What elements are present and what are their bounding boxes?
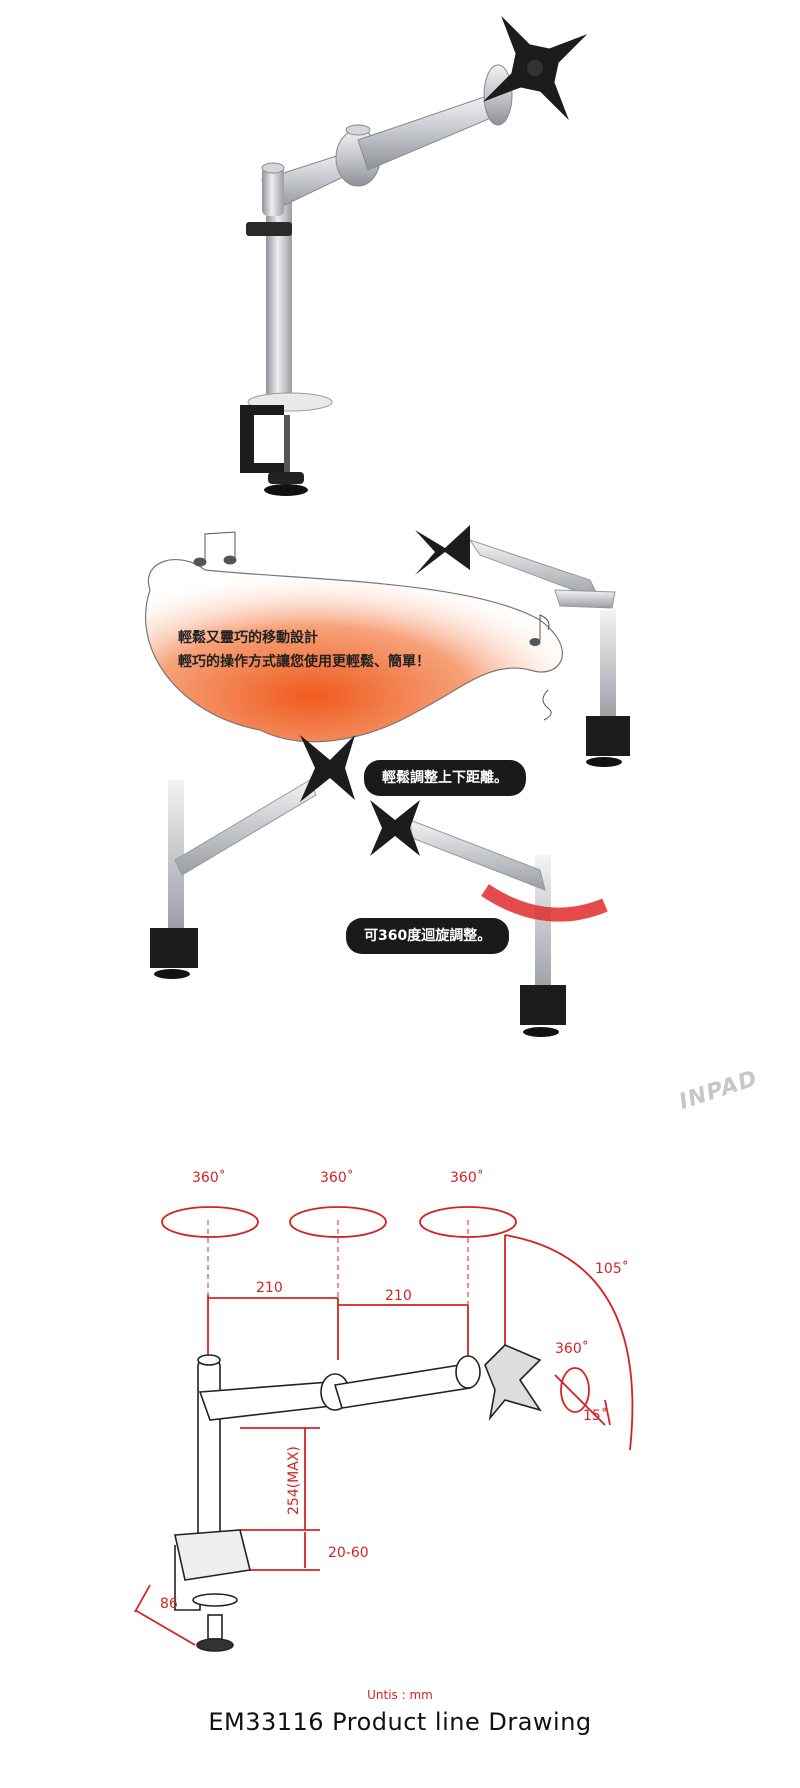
arm-length-label-2: 210 [385,1288,412,1304]
monitor-arm-illustration [240,15,588,496]
rotation-label-2: 360˚ [320,1169,354,1186]
callout-height-adjust: 輕鬆調整上下距離。 [364,760,526,796]
units-label: Untis : mm [367,1688,433,1702]
arm-length-label-1: 210 [256,1280,283,1296]
hero-product-image [0,0,800,520]
rotation-label-1: 360˚ [192,1169,226,1186]
tilt-label: 105˚ [595,1260,629,1277]
bubble-line-2: 輕巧的操作方式讓您使用更輕鬆、簡單！ [178,653,430,670]
arm-top-right-shape [415,525,630,767]
product-line-drawing: 360˚ 360˚ 360˚ 105˚ 360˚ 15˚ 210 210 254… [0,1160,800,1788]
head-rotation-label: 360˚ [555,1340,589,1357]
drawing-caption: EM33116 Product line Drawing [208,1708,592,1736]
music-note-icon [193,531,552,721]
rotation-arc-shape [481,884,608,922]
arm-middle-right-shape [370,800,608,1037]
base-width-label: 86 [160,1596,178,1612]
callout-rotate-adjust: 可360度迴旋調整。 [346,918,510,954]
vesa-plate-shape [482,15,588,121]
upper-arm-shape [357,94,499,171]
bubble-line-1: 輕鬆又靈巧的移動設計 [178,629,318,646]
features-section: 輕鬆又靈巧的移動設計 輕巧的操作方式讓您使用更輕鬆、簡單！ [0,520,800,1160]
feature-bubble-shape [145,559,563,743]
clamp-range-label: 20-60 [328,1545,369,1561]
rotation-label-3: 360˚ [450,1169,484,1186]
swivel-label: 15˚ [583,1407,608,1424]
pole-height-label: 254(MAX) [286,1446,302,1515]
dimension-diagram: 360˚ 360˚ 360˚ 105˚ 360˚ 15˚ 210 210 254… [134,1169,634,1652]
arm-middle-left-shape [150,735,355,979]
clamp-shape [240,405,284,473]
arm-line-drawing [174,1344,542,1652]
features-illustration: 輕鬆又靈巧的移動設計 輕巧的操作方式讓您使用更輕鬆、簡單！ [145,525,630,1037]
